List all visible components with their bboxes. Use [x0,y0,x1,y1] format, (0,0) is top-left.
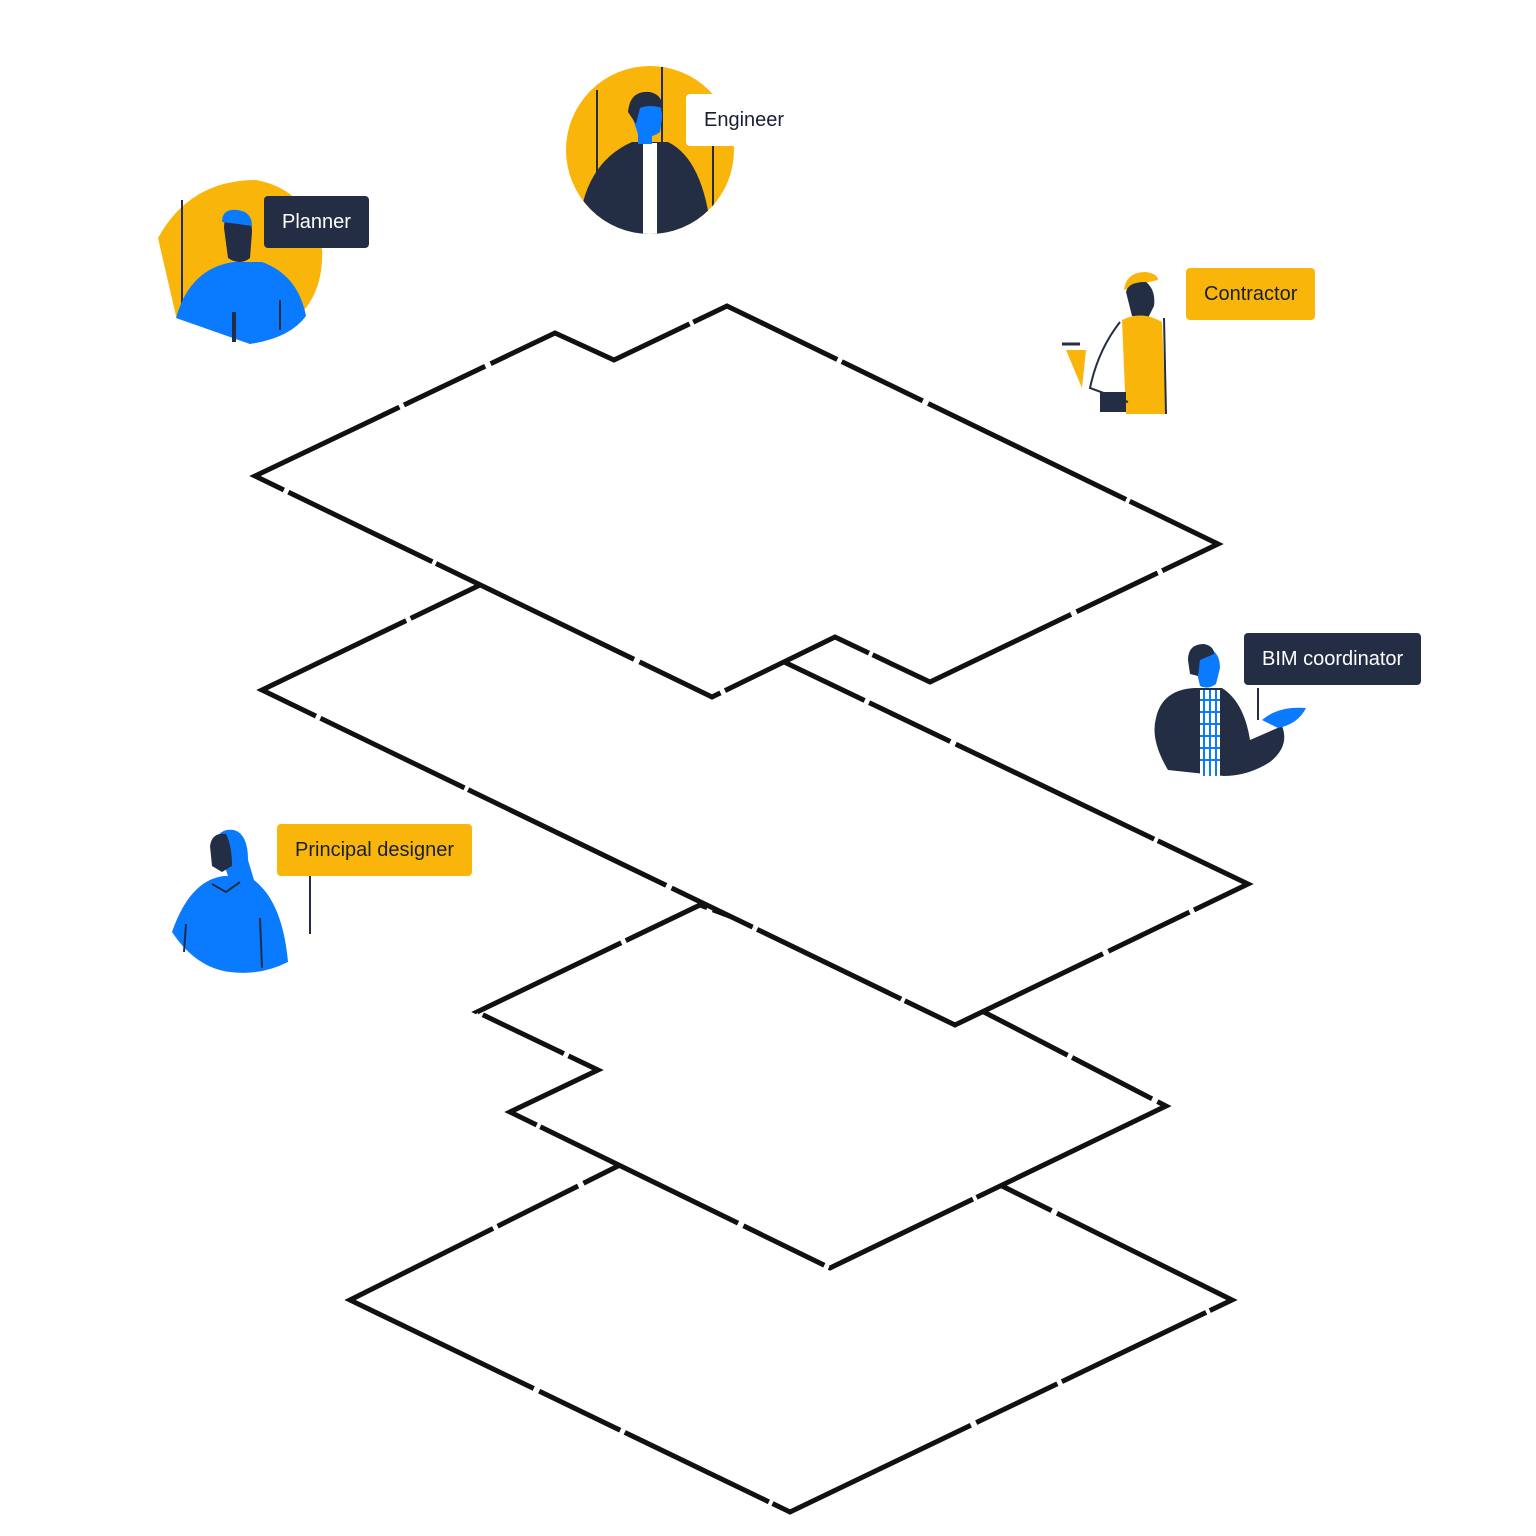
contractor-avatar-icon [1062,272,1167,415]
engineer-avatar-icon [566,66,734,234]
planner-label: Planner [264,196,369,248]
bim-coordinator-avatar-icon [1154,644,1306,776]
bim-coordinator-label: BIM coordinator [1244,633,1422,685]
top-floor-plane [249,303,1224,700]
principal-designer-avatar-icon [172,829,311,973]
bottom-floor-plane [344,1162,1238,1515]
principal-designer-label: Principal designer [277,824,472,876]
contractor-label: Contractor [1186,268,1316,320]
engineer-label: Engineer [686,94,803,146]
second-floor-plane [256,582,1254,1028]
